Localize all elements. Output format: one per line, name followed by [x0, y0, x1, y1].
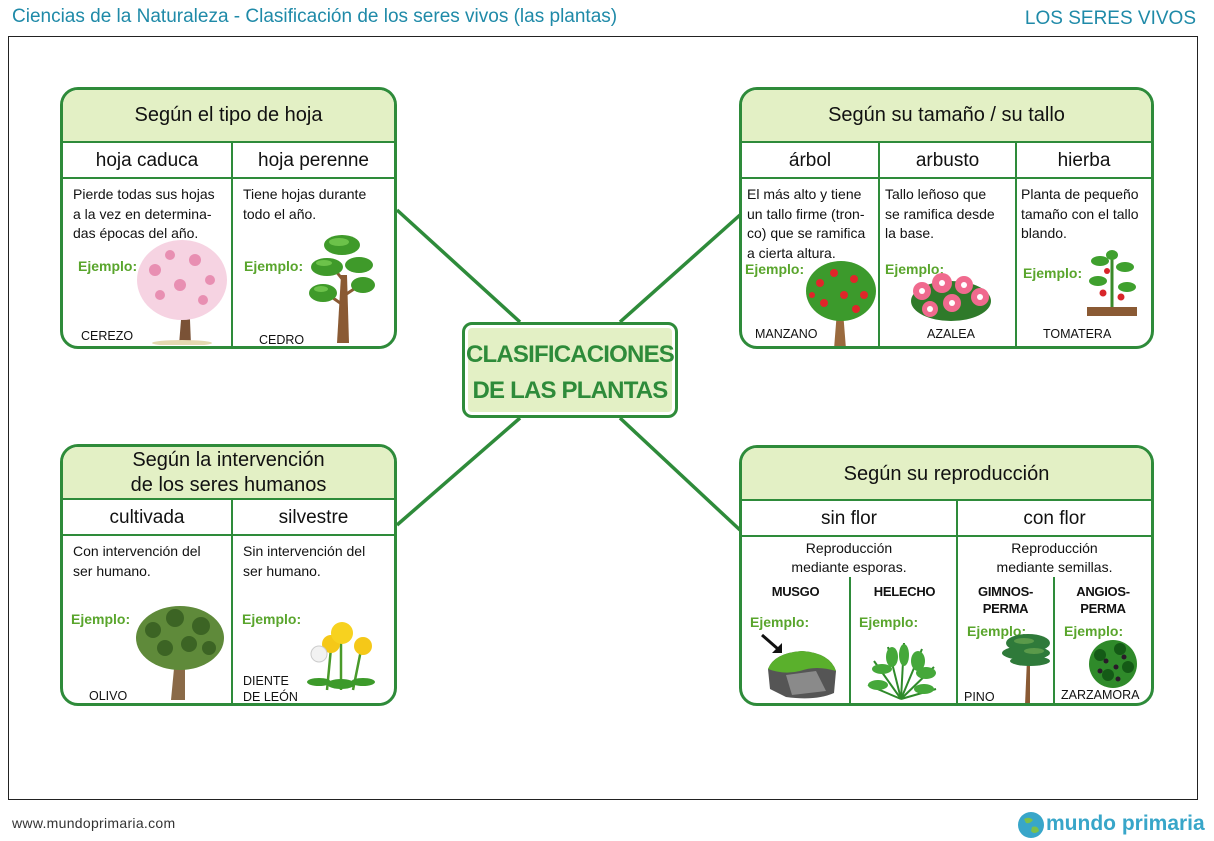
example-label: Ejemplo: [1023, 265, 1083, 281]
panel-reproduction: Según su reproducción sin flor Reproducc… [739, 445, 1154, 706]
example-name: TOMATERA [1043, 327, 1112, 341]
column-heading: árbol [742, 143, 878, 179]
brand-logo[interactable]: mundo primaria [1046, 812, 1205, 835]
moss-rock-icon [761, 633, 836, 699]
pine-tree-icon [1002, 634, 1050, 703]
globe-logo-icon [1018, 812, 1044, 838]
cherry-tree-icon [137, 240, 227, 345]
divider [1053, 577, 1055, 703]
blackberry-bush-icon [1089, 640, 1137, 688]
column-heading: hierba [1017, 143, 1151, 179]
fern-icon [867, 642, 937, 700]
example-label: Ejemplo: [1064, 623, 1124, 639]
footer-url[interactable]: www.mundoprimaria.com [12, 815, 176, 831]
page-title: Ciencias de la Naturaleza - Clasificació… [12, 6, 618, 27]
example-label: Ejemplo: [78, 258, 138, 274]
column-heading: cultivada [63, 500, 231, 536]
column-heading: hoja perenne [233, 143, 394, 179]
column-heading: con flor [958, 501, 1151, 537]
example-label: Ejemplo: [745, 261, 805, 277]
example-label: Ejemplo: [244, 258, 304, 274]
apple-tree-icon [806, 261, 876, 346]
azalea-shrub-icon [911, 273, 991, 321]
column-heading: arbusto [880, 143, 1015, 179]
subgroup-name-moss: MUSGO [771, 584, 820, 599]
section-title: LOS SERES VIVOS [1024, 8, 1196, 29]
olive-tree-icon [136, 606, 224, 700]
divider [849, 577, 851, 703]
central-concept-box: CLASIFICACIONES DE LAS PLANTAS [462, 322, 678, 418]
example-name: AZALEA [927, 327, 975, 341]
panel-size-stem: Según su tamaño / su tallo árbol El más … [739, 87, 1154, 349]
example-label: Ejemplo: [750, 614, 810, 630]
central-concept-line1: CLASIFICACIONES [465, 341, 675, 368]
example-label: Ejemplo: [885, 261, 945, 277]
subgroup-name-gymnosperm: GIMNOS-PERMA [978, 584, 1033, 616]
example-name: CEDRO [259, 333, 305, 347]
example-label: Ejemplo: [71, 611, 131, 627]
example-name: ZARZAMORA [1061, 688, 1140, 702]
subgroup-name-angiosperm: ANGIOS-PERMA [1076, 584, 1130, 616]
panel-title: Según su reproducción [742, 448, 1151, 501]
cedar-tree-icon [309, 235, 375, 343]
panel-title: Según el tipo de hoja [63, 90, 394, 143]
example-name: OLIVO [89, 689, 128, 703]
example-label: Ejemplo: [242, 611, 302, 627]
example-label: Ejemplo: [859, 614, 919, 630]
panel-title: Según su tamaño / su tallo [742, 90, 1151, 143]
example-name: MANZANO [755, 327, 818, 341]
column-heading: hoja caduca [63, 143, 231, 179]
panel-leaf-type: Según el tipo de hoja hoja caduca Pierde… [60, 87, 397, 349]
tomato-plant-icon [1087, 250, 1137, 316]
example-name: PINO [964, 690, 995, 704]
dandelion-icon [307, 622, 375, 691]
central-concept-line2: DE LAS PLANTAS [472, 377, 668, 404]
example-name: CEREZO [81, 329, 134, 343]
column-heading: silvestre [233, 500, 394, 536]
subgroup-name-fern: HELECHO [873, 584, 936, 599]
example-label: Ejemplo: [967, 623, 1027, 639]
column-heading: sin flor [742, 501, 956, 537]
worksheet-frame [8, 36, 1198, 800]
